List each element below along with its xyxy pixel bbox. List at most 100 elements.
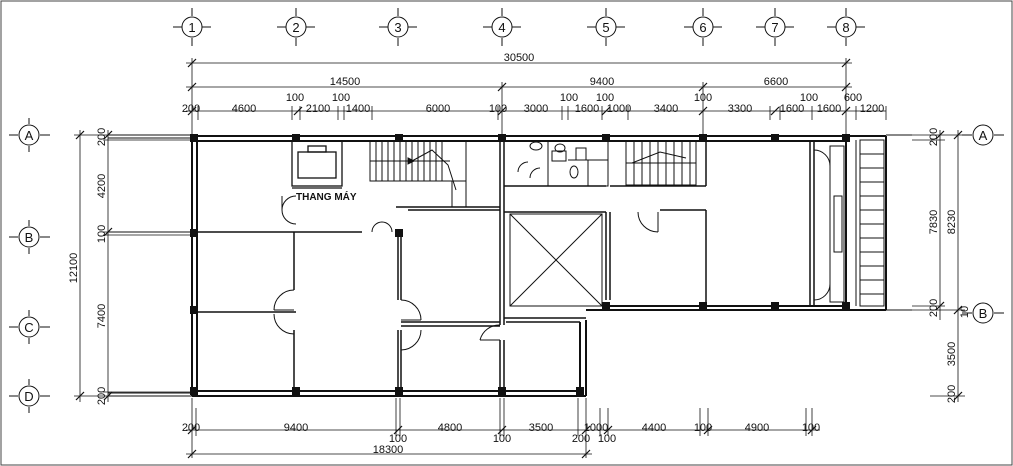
dim-right-a: 200: [928, 128, 940, 146]
column-axis-label: 1: [188, 20, 195, 35]
dim-right-a: 8230: [946, 210, 958, 234]
dim-right-a: 7830: [928, 210, 940, 234]
exterior-walls: [191, 135, 887, 397]
dim-top-detail: 1600: [817, 103, 841, 115]
row-axis-label: B: [979, 306, 988, 321]
dim-left-detail: 100: [96, 225, 108, 243]
dim-top-detail: 100: [596, 92, 614, 104]
dim-bottom-detail: 9400: [284, 422, 308, 434]
dim-bottom-detail: 200: [572, 433, 590, 445]
column-axis-label: 5: [602, 20, 609, 35]
dim-top-detail: 100: [286, 92, 304, 104]
slab-lines-right: [886, 134, 912, 311]
row-axis-d: D: [9, 379, 50, 413]
dim-bottom-detail: 4800: [438, 422, 462, 434]
dim-right-a: 10: [959, 306, 971, 318]
dim-top-detail: 1400: [346, 103, 370, 115]
dim-bottom-detail: 100: [694, 422, 712, 434]
dim-top-sub: 9400: [590, 76, 614, 88]
dim-top-detail: 1200: [860, 103, 884, 115]
toilet-block: [503, 140, 609, 187]
structural-columns: [190, 134, 850, 395]
dim-left-detail: 4200: [96, 174, 108, 198]
slab-lines-left: [108, 134, 192, 397]
dim-top-detail: 600: [844, 92, 862, 104]
top-dimension-chains: [186, 58, 887, 140]
bottom-dimension-chains: [186, 398, 820, 458]
column-axis-3: 3: [379, 8, 417, 46]
dim-top-detail: 100: [694, 92, 712, 104]
row-axis-right-a: A: [962, 124, 1004, 146]
dim-bottom-detail: 100: [598, 433, 616, 445]
dim-right-a: 200: [928, 299, 940, 317]
dim-left-overall: 12100: [68, 253, 80, 284]
column-axis-5: 5: [587, 8, 625, 46]
row-axis-label: B: [25, 230, 34, 245]
staircase-main: [369, 140, 467, 208]
dim-left-detail: 200: [96, 128, 108, 146]
row-axis-c: C: [9, 310, 50, 344]
column-axis-label: 3: [394, 20, 401, 35]
dim-top-detail: 1600: [575, 103, 599, 115]
dim-right-b: 200: [946, 385, 958, 403]
dim-bottom-detail: 100: [389, 433, 407, 445]
dim-top-overall: 30500: [504, 52, 535, 64]
bottom-dimension-ticks: [187, 425, 817, 459]
row-axis-label: D: [24, 389, 33, 404]
column-axis-1: 1: [173, 8, 211, 46]
right-dimension-ticks: [935, 130, 963, 401]
dim-top-sub: 6600: [764, 76, 788, 88]
column-axis-4: 4: [483, 8, 521, 46]
dim-bottom-detail: 100: [802, 422, 820, 434]
interior-walls: [197, 141, 815, 391]
column-axis-7: 7: [756, 8, 794, 46]
void-opening: [509, 213, 603, 307]
dim-top-detail: 200: [182, 103, 200, 115]
dim-bottom-detail: 3500: [529, 422, 553, 434]
right-dimension-chains: [912, 130, 965, 402]
row-axis-label: C: [24, 320, 33, 335]
row-axis-b: B: [9, 220, 50, 254]
column-axis-label: 6: [699, 20, 706, 35]
row-axis-right-b: B: [962, 302, 1004, 324]
dim-left-detail: 200: [96, 387, 108, 405]
dim-bottom-overall: 18300: [373, 444, 404, 456]
column-axis-label: 8: [842, 20, 849, 35]
dim-top-detail: 4600: [232, 103, 256, 115]
dim-top-detail: 2100: [306, 103, 330, 115]
dim-top-detail: 100: [800, 92, 818, 104]
dim-top-detail: 3400: [654, 103, 678, 115]
left-dimension-ticks: [75, 130, 113, 401]
column-axis-label: 4: [498, 20, 505, 35]
row-axis-label: A: [25, 128, 34, 143]
elevator-shaft: [291, 140, 343, 189]
dim-top-detail: 6000: [426, 103, 450, 115]
dim-bottom-detail: 4900: [745, 422, 769, 434]
dim-bottom-detail: 200: [182, 422, 200, 434]
left-dimension-chains: [74, 130, 190, 402]
dim-right-b: 3500: [946, 342, 958, 366]
column-axis-label: 2: [292, 20, 299, 35]
dim-bottom-detail: 1000: [584, 422, 608, 434]
dim-bottom-detail: 100: [493, 433, 511, 445]
staircase-rear: [625, 140, 697, 186]
dim-top-detail: 3000: [524, 103, 548, 115]
dim-bottom-detail: 4400: [642, 422, 666, 434]
top-dimension-ticks: [187, 58, 851, 116]
dim-top-detail: 100: [332, 92, 350, 104]
column-axis-8: 8: [827, 8, 865, 46]
dim-top-detail: 100: [489, 103, 507, 115]
dim-top-detail: 3300: [728, 103, 752, 115]
column-axis-2: 2: [277, 8, 315, 46]
dim-top-sub: 14500: [330, 76, 361, 88]
dim-top-detail: 1000: [607, 103, 631, 115]
door-swings: [273, 149, 831, 351]
row-axis-label: A: [979, 128, 988, 143]
dim-left-detail: 7400: [96, 304, 108, 328]
row-axis-a: A: [9, 118, 50, 152]
column-axis-label: 7: [771, 20, 778, 35]
column-axis-6: 6: [684, 8, 722, 46]
elevator-label: THANG MÁY: [296, 190, 357, 203]
